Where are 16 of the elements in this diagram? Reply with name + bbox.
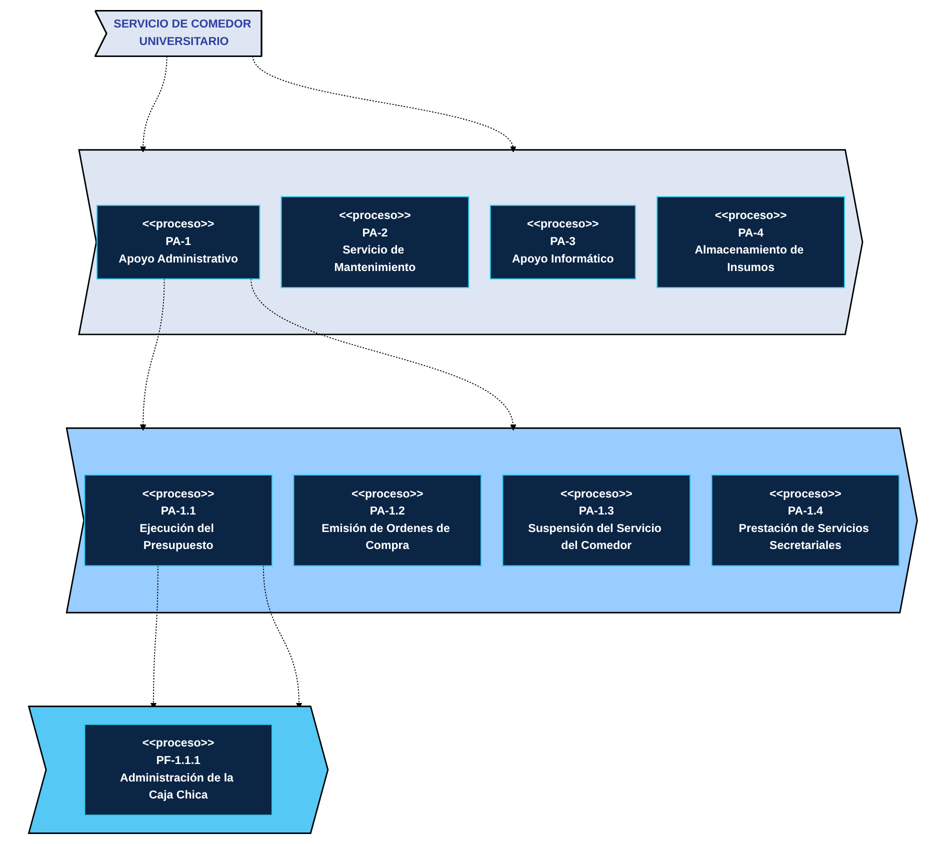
arrow (252, 56, 514, 152)
node-box: <<proceso>> PA-3 Apoyo Informático (489, 204, 636, 280)
cluster (78, 149, 863, 336)
arrow (140, 278, 164, 431)
cluster (27, 706, 328, 834)
node-box: <<proceso>> PF-1.1.1 Administración de la Caja Chica (84, 724, 272, 816)
node-box: <<proceso>> PA-1.2 Emisión de Ordenes de Compra (292, 474, 482, 566)
arrow (250, 278, 515, 430)
arrow (140, 56, 167, 152)
node-box: <<proceso>> PA-4 Almacenamiento de Insumos (656, 196, 845, 288)
node-box: <<proceso>> PA-1.4 Prestación de Servicios Secretariales (710, 474, 900, 566)
node-box: <<proceso>> PA-1.1 Ejecución del Presupuesto (84, 474, 272, 566)
cluster (65, 427, 918, 614)
node-box: <<proceso>> PA-2 Servicio de Mantenimiento (280, 196, 469, 288)
node-box: <<proceso>> PA-1 Apoyo Administrativo (96, 204, 260, 280)
node-box: <<proceso>> PA-1.3 Suspensión del Servicio del Comedor (502, 474, 690, 566)
